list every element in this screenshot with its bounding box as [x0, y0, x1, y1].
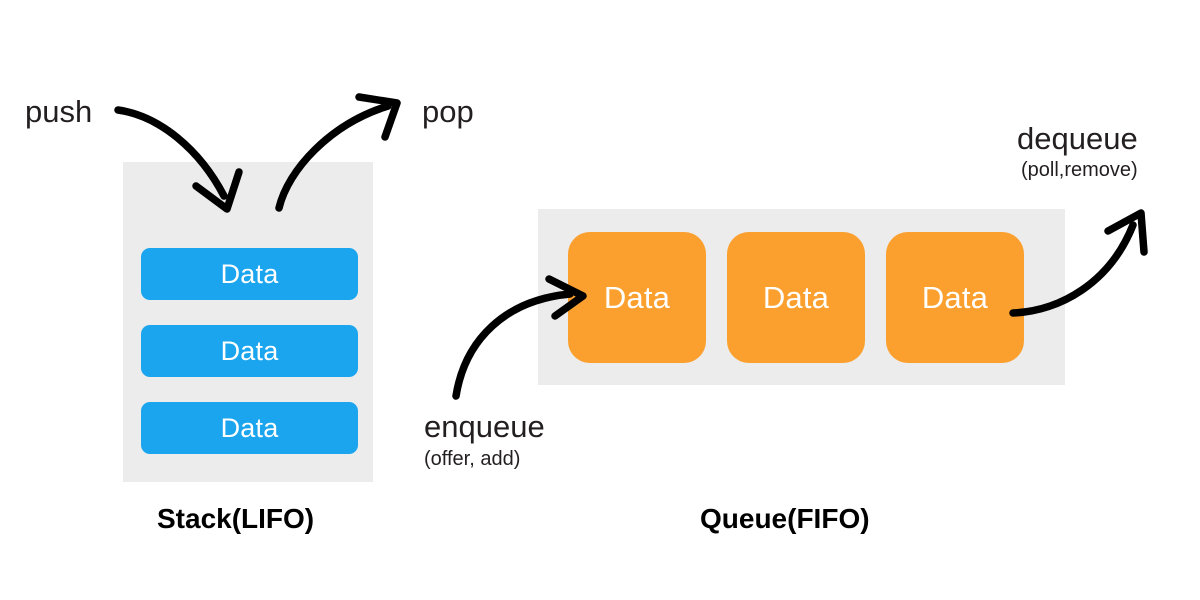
enqueue-label-group: enqueue (offer, add) — [424, 409, 545, 470]
enqueue-label: enqueue — [424, 409, 545, 444]
dequeue-label: dequeue — [1017, 121, 1138, 156]
stack-data-cell: Data — [141, 248, 358, 300]
enqueue-sublabel: (offer, add) — [424, 447, 521, 470]
queue-data-cell: Data — [568, 232, 706, 363]
stack-data-cell: Data — [141, 402, 358, 454]
stack-title: Stack(LIFO) — [157, 503, 315, 534]
push-label: push — [25, 94, 93, 129]
stack-data-cell: Data — [141, 325, 358, 377]
dequeue-label-group: dequeue (poll,remove) — [1017, 121, 1138, 181]
queue-data-cell: Data — [886, 232, 1024, 363]
dequeue-sublabel: (poll,remove) — [1020, 158, 1138, 181]
pop-label: pop — [422, 94, 474, 129]
queue-title: Queue(FIFO) — [700, 503, 870, 534]
queue-data-cell: Data — [727, 232, 865, 363]
